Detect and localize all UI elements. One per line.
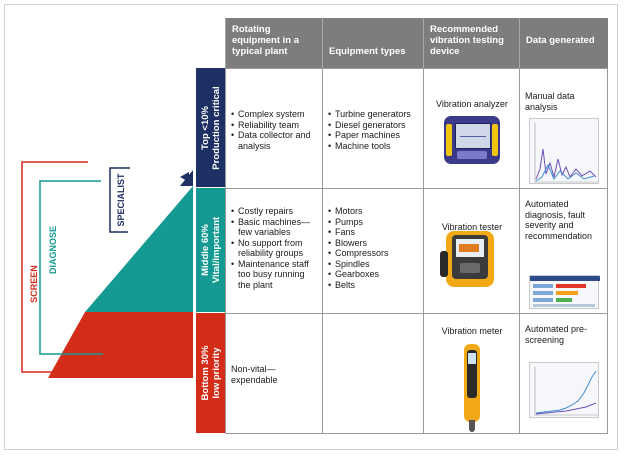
- specialist-bracket: [109, 167, 130, 233]
- device-name: Vibration tester: [441, 222, 503, 232]
- priority-pyramid: SPECIALIST DIAGNOSE SCREEN: [21, 161, 193, 378]
- list-item: Blowers: [328, 238, 419, 249]
- middle-characteristics-cell: Costly repairs Basic machines—few variab…: [225, 188, 322, 313]
- characteristics-text: Non-vital—expendable: [231, 364, 278, 385]
- top-tier-pointer: [180, 172, 189, 182]
- list-item: Belts: [328, 280, 419, 291]
- header-blank: [196, 18, 225, 68]
- header-recommended-device: Recommended vibration testing device: [423, 18, 519, 68]
- top-device-cell: Vibration analyzer: [423, 68, 519, 188]
- list-item: Pumps: [328, 217, 419, 228]
- data-generated-text: Manual data analysis: [525, 91, 575, 112]
- tier-label-middle: Middle 60% Vital/important: [196, 188, 225, 313]
- list-item: Maintenance staff too busy running the p…: [231, 259, 318, 291]
- diagnose-label: DIAGNOSE: [48, 226, 58, 274]
- header-equipment-types: Equipment types: [322, 18, 423, 68]
- screen-label: SCREEN: [29, 265, 39, 303]
- tier-top-percent: Top <10%: [199, 105, 211, 150]
- list-item: Diesel generators: [328, 120, 419, 131]
- middle-data-cell: Automated diagnosis, fault severity and …: [519, 188, 608, 313]
- list-item: No support from reliability groups: [231, 238, 318, 259]
- bottom-equipment-cell: [322, 313, 423, 434]
- list-item: Machine tools: [328, 141, 419, 152]
- device-name: Vibration analyzer: [436, 99, 508, 109]
- list-item: Motors: [328, 206, 419, 217]
- diagnose-bracket: [39, 180, 103, 355]
- bottom-device-cell: Vibration meter: [423, 313, 519, 434]
- pyramid-middle-band: [85, 186, 193, 312]
- list-item: Basic machines—few variables: [231, 217, 318, 238]
- list-item: Spindles: [328, 259, 419, 270]
- tier-middle-priority: Vital/important: [210, 216, 222, 284]
- header-data-generated: Data generated: [519, 18, 608, 68]
- screen-bracket: [21, 161, 88, 373]
- spectrum-chart-thumbnail: [529, 118, 599, 184]
- bottom-data-cell: Automated pre-screening: [519, 313, 608, 434]
- middle-tier-pointer: [180, 248, 189, 258]
- diagnosis-report-thumbnail: [529, 275, 600, 309]
- top-data-cell: Manual data analysis: [519, 68, 608, 188]
- bottom-characteristics-cell: Non-vital—expendable: [225, 313, 322, 434]
- top-equipment-cell: Turbine generators Diesel generators Pap…: [322, 68, 423, 188]
- list-item: Compressors: [328, 248, 419, 259]
- list-item: Reliability team: [231, 120, 318, 131]
- middle-equipment-cell: Motors Pumps Fans Blowers Compressors Sp…: [322, 188, 423, 313]
- top-characteristics-cell: Complex system Reliability team Data col…: [225, 68, 322, 188]
- tier-label-top: Top <10% Production critical: [196, 68, 225, 188]
- list-item: Fans: [328, 227, 419, 238]
- pyramid-bottom-band: [48, 312, 193, 378]
- tier-middle-percent: Middle 60%: [199, 224, 211, 276]
- list-item: Costly repairs: [231, 206, 318, 217]
- tier-bottom-percent: Bottom 30%: [199, 345, 211, 401]
- trend-chart-thumbnail: [529, 362, 599, 418]
- list-item: Complex system: [231, 109, 318, 120]
- list-item: Turbine generators: [328, 109, 419, 120]
- middle-device-cell: Vibration tester: [423, 188, 519, 313]
- header-rotating-equipment: Rotating equipment in a typical plant: [225, 18, 322, 68]
- data-generated-text: Automated pre-screening: [525, 324, 588, 345]
- list-item: Gearboxes: [328, 269, 419, 280]
- vibration-testing-table: Rotating equipment in a typical plant Eq…: [196, 18, 608, 434]
- tier-bottom-priority: low priority: [210, 347, 222, 399]
- vibration-tester-icon: [440, 231, 494, 287]
- bottom-tier-pointer: [180, 336, 189, 346]
- list-item: Data collector and analysis: [231, 130, 318, 151]
- tier-label-bottom: Bottom 30% low priority: [196, 313, 225, 434]
- vibration-meter-icon: [464, 344, 480, 432]
- list-item: Paper machines: [328, 130, 419, 141]
- specialist-label: SPECIALIST: [116, 173, 126, 227]
- data-generated-text: Automated diagnosis, fault severity and …: [525, 199, 593, 241]
- vibration-analyzer-icon: [444, 116, 500, 164]
- device-name: Vibration meter: [441, 326, 503, 336]
- tier-top-priority: Production critical: [210, 85, 222, 170]
